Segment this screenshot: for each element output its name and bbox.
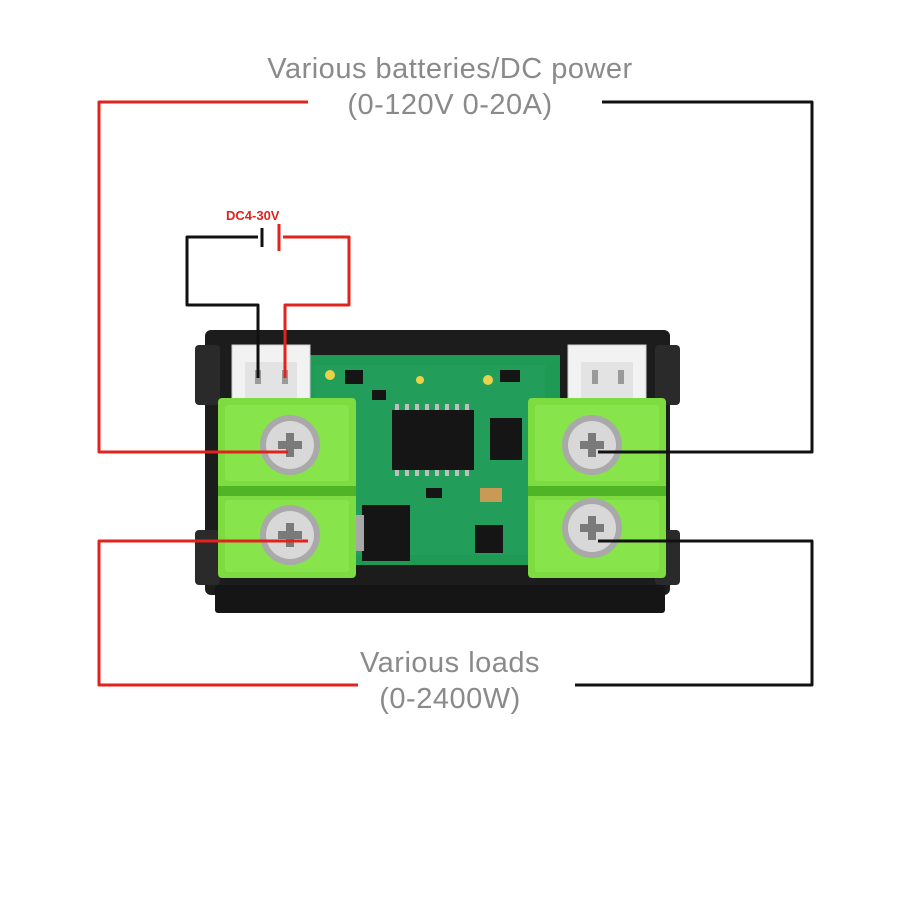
source-title: Various batteries/DC power	[267, 53, 633, 85]
screw-right-top	[562, 415, 622, 475]
load-range: (0-2400W)	[379, 683, 521, 715]
screw-right-bottom	[562, 498, 622, 558]
load-title: Various loads	[359, 647, 541, 679]
screw-left-bottom	[260, 505, 320, 565]
screw-left-top	[260, 415, 320, 475]
load-positive-wire	[97, 539, 358, 687]
aux-supply-label: DC4-30V	[226, 208, 280, 223]
load-negative-wire	[575, 539, 814, 687]
source-range: (0-120V 0-20A)	[347, 89, 553, 121]
regulator-chip	[362, 505, 410, 561]
ic-chip	[392, 410, 474, 470]
aux-connector-left	[231, 344, 311, 404]
source-negative-wire	[598, 100, 814, 454]
aux-negative-wire	[185, 235, 260, 378]
aux-connector-right	[567, 344, 647, 404]
source-positive-wire	[97, 100, 308, 454]
aux-positive-wire	[283, 235, 351, 378]
